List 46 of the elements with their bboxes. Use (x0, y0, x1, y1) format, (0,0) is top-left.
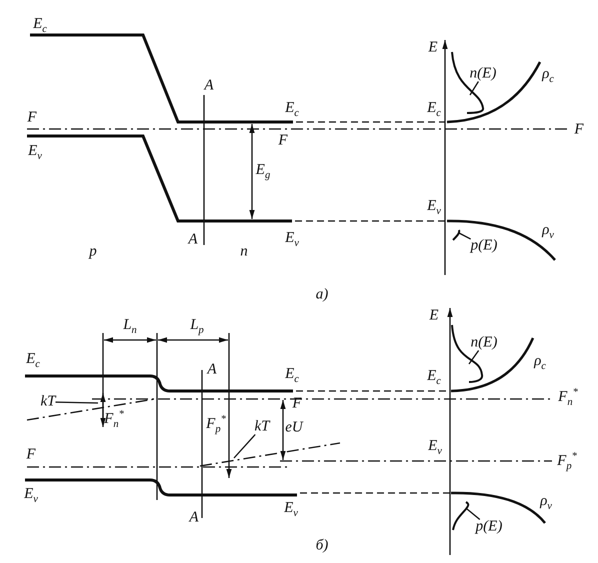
leader-line (458, 232, 471, 240)
symbol-label: eU (285, 420, 303, 436)
leader-label: n(E) (470, 336, 498, 350)
symbol-label: E (429, 308, 439, 324)
panel-caption: б) (316, 538, 328, 554)
symbol-label: E (428, 40, 438, 56)
leader-line (466, 508, 480, 520)
symbol-label: A (188, 232, 198, 248)
leader-line (469, 81, 479, 96)
symbol-label: n (240, 244, 248, 260)
symbol-label: A (189, 510, 199, 526)
symbol-label: A (207, 362, 217, 378)
symbol-label: F (27, 110, 37, 126)
leader-line (234, 434, 256, 458)
symbol-label: F (26, 448, 36, 462)
leader-label: p(E) (470, 238, 498, 254)
leader-line (468, 350, 480, 364)
symbol-label: E$_{g}$ (256, 162, 270, 182)
leader-label: kT (40, 394, 56, 410)
symbol-label: p (89, 244, 97, 260)
symbol-label: E$_{c}$ (26, 352, 40, 370)
symbol-label: E$_{v}$ (285, 230, 299, 250)
symbol-label: E$_{c}$ (285, 100, 299, 120)
symbol-label: ρ$_{c}$ (542, 66, 554, 86)
symbol-label: L$_{p}$ (190, 318, 204, 336)
symbol-label: ρ$_{v}$ (542, 222, 554, 242)
symbol-label: A (204, 78, 214, 94)
symbol-label: E$_{c}$ (427, 100, 441, 120)
symbol-label: L$_{n}$ (123, 318, 137, 336)
symbol-label: F (278, 134, 288, 148)
leader-label: p(E) (476, 520, 502, 534)
leader-label: n(E) (470, 66, 496, 82)
symbol-label: E$_{c}$ (285, 366, 299, 386)
symbol-label: F (574, 122, 584, 138)
panel-caption: а) (316, 288, 328, 302)
symbol-label: E$_{v}$ (427, 198, 441, 218)
leader-label: kT (254, 420, 270, 434)
symbol-label: ρ$_{v}$ (540, 494, 552, 512)
symbol-label: ρ$_{c}$ (534, 354, 546, 372)
symbol-label: E$_{v}$ (24, 486, 38, 506)
symbol-label: E$_{c}$ (33, 16, 47, 36)
symbol-label: E$_{v}$ (284, 500, 298, 520)
symbol-label: E$_{c}$ (427, 368, 441, 388)
leader-line (55, 401, 98, 404)
symbol-label: E$_{v}$ (28, 144, 42, 162)
symbol-label: E$_{v}$ (428, 438, 442, 458)
